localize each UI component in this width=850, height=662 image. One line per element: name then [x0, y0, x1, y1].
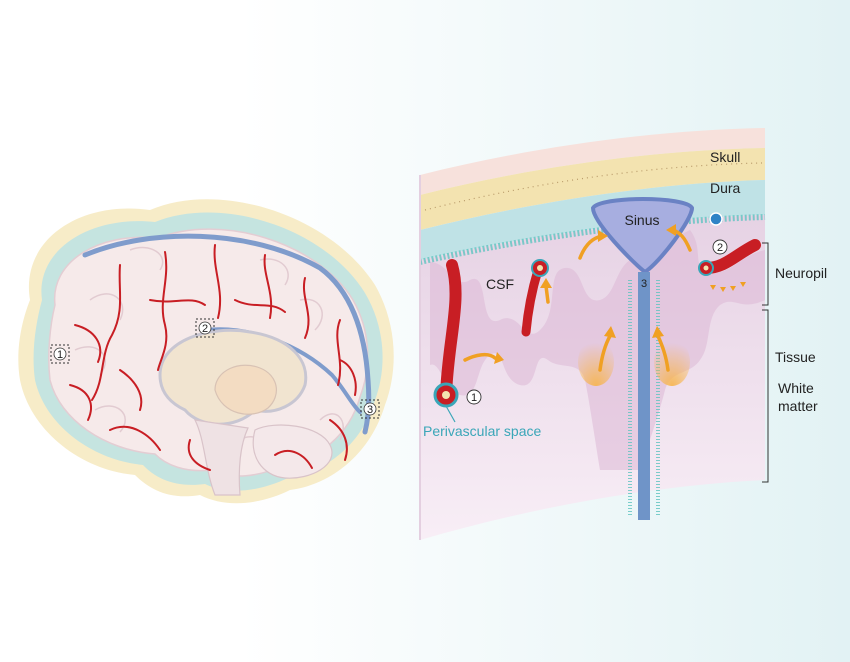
brain-marker-2: 2: [195, 318, 215, 338]
dura-label: Dura: [710, 180, 741, 196]
dural-vein: [709, 212, 723, 226]
sinus-perivascular-fringe: [628, 280, 660, 515]
callout-1-label: 1: [471, 392, 477, 404]
skull-layer: [420, 148, 765, 230]
neuropil-bracket: [762, 242, 769, 306]
skull-label: Skull: [710, 149, 740, 165]
sagittal-sinus-vein: [82, 233, 372, 435]
white-matter-bracket: [762, 309, 769, 483]
sinus-vertical-vein: [638, 272, 650, 520]
thalamus: [214, 364, 277, 415]
descending-artery-1: [440, 259, 462, 401]
flow-glow-right: [654, 338, 690, 386]
brain-marker-1: 1: [50, 344, 70, 364]
sinus-label: Sinus: [624, 212, 659, 228]
brainstem: [193, 419, 249, 496]
brain-sagittal-illustration: 1 2 3: [18, 199, 394, 504]
perivascular-space-label: Perivascular space: [423, 423, 541, 439]
cortical-arteries: [69, 244, 357, 471]
tissue-section-block: 1 2 3 Skull Dura Sinus CSF Perivascular …: [419, 128, 827, 540]
csf-label: CSF: [486, 276, 514, 292]
marker-3-label: 3: [367, 404, 373, 416]
flow-arrowheads: [494, 224, 676, 364]
callout-1: 1: [466, 389, 482, 405]
sinus-triangle: [590, 197, 695, 275]
white-matter-label-line2: matter: [778, 398, 818, 414]
artery-1-lumen: [442, 391, 450, 399]
marker-1-label: 1: [57, 349, 63, 361]
flow-glow-left: [578, 338, 614, 386]
tissue-label: Tissue: [775, 349, 816, 365]
white-matter-label-line1: White: [778, 380, 814, 396]
neuropil-artery-lumen: [703, 265, 709, 271]
callout-2-label: 2: [717, 242, 723, 254]
brain-marker-3: 3: [360, 399, 380, 419]
callout-2: 2: [712, 239, 728, 255]
marker-2-label: 2: [202, 323, 208, 335]
callout-3-label: 3: [641, 278, 647, 290]
penetrating-artery-lumen: [537, 265, 543, 271]
skull-top-face: [420, 128, 765, 195]
neuropil-small-arrows: [710, 282, 746, 292]
neuropil-label: Neuropil: [775, 265, 827, 281]
perivascular-leader: [445, 405, 456, 423]
